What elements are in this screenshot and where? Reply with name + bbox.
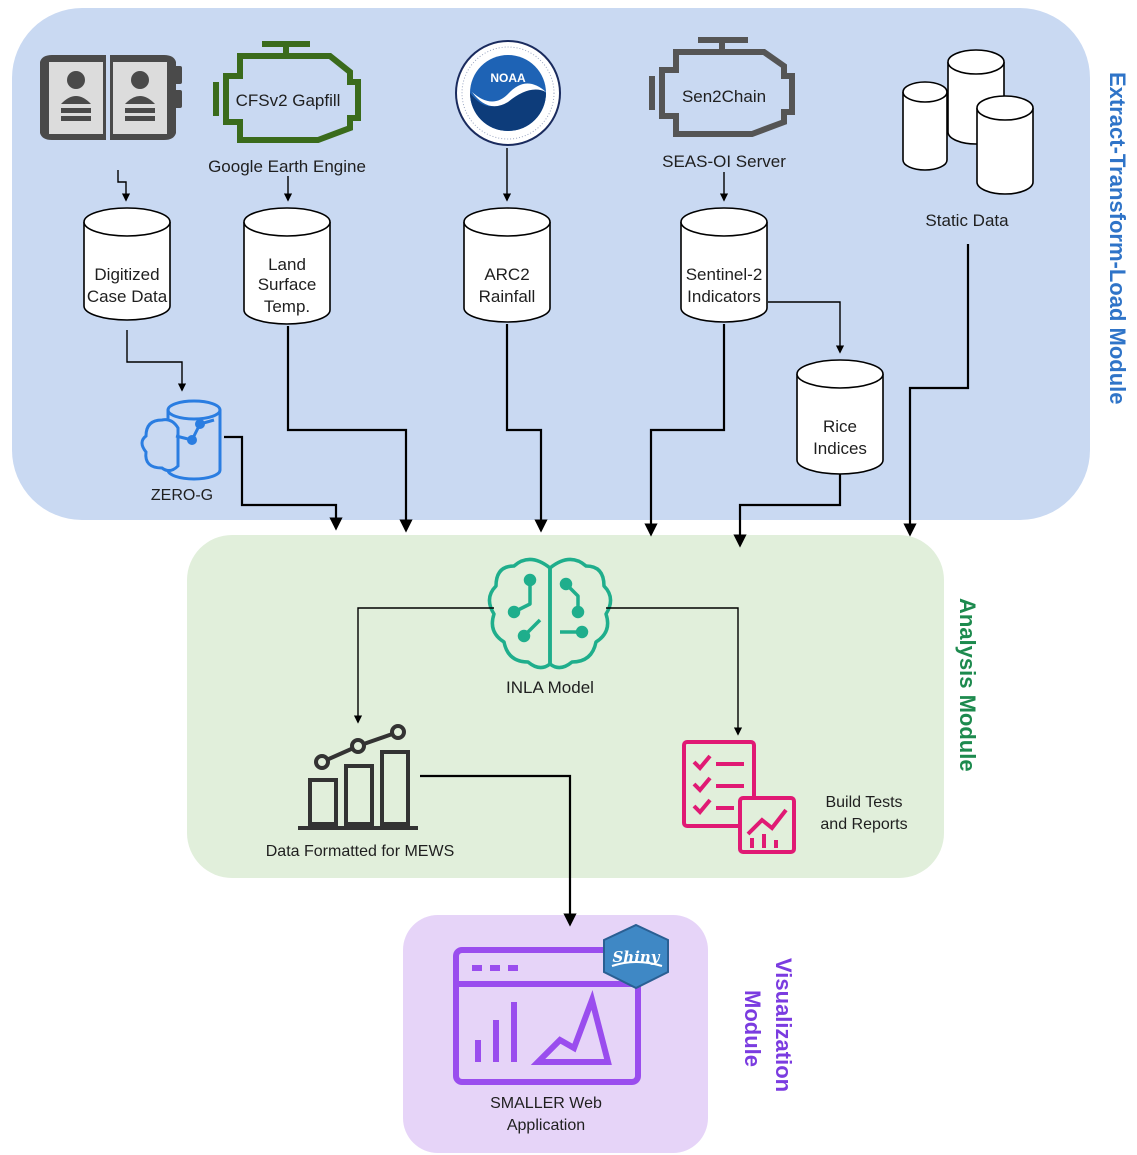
engine-icon-cfsv2 — [213, 41, 361, 143]
visualization-module-label-1: Visualization — [771, 958, 796, 1092]
etl-module-label: Extract-Transform-Load Module — [1105, 72, 1130, 404]
svg-text:NOAA: NOAA — [490, 71, 526, 85]
build-tests-label-1: Build Tests — [825, 794, 902, 811]
visualization-module-label-2: Module — [740, 990, 765, 1067]
noaa-logo: NOAA — [455, 40, 561, 146]
datastore-sentinel2-indicators: Sentinel-2 Indicators — [680, 207, 768, 323]
engine-icon-sen2chain — [649, 37, 795, 137]
web-app-icon — [453, 947, 641, 1085]
svg-text:Indices: Indices — [813, 439, 867, 458]
cfsv2-engine-label: CFSv2 Gapfill — [236, 91, 341, 110]
static-data-label: Static Data — [925, 211, 1009, 230]
data-formatted-label: Data Formatted for MEWS — [266, 843, 455, 860]
smaller-web-label-2: Application — [507, 1117, 585, 1134]
static-data-cylinders-icon — [902, 49, 1034, 195]
svg-text:Shiny: Shiny — [612, 948, 660, 966]
svg-text:Rainfall: Rainfall — [479, 287, 536, 306]
svg-text:Rice: Rice — [823, 417, 857, 436]
zero-g-label: ZERO-G — [151, 487, 213, 504]
thick-connectors — [224, 244, 970, 927]
inla-model-label: INLA Model — [506, 678, 594, 697]
svg-text:Digitized: Digitized — [94, 265, 159, 284]
bar-chart-icon — [298, 724, 418, 830]
brain-icon — [487, 557, 613, 670]
checklist-report-icon — [682, 740, 796, 854]
analysis-module-label: Analysis Module — [955, 598, 980, 772]
svg-text:Sentinel-2: Sentinel-2 — [686, 265, 763, 284]
build-tests-label-2: and Reports — [820, 816, 907, 833]
book-icon — [40, 55, 182, 140]
svg-text:Indicators: Indicators — [687, 287, 761, 306]
datastore-arc2-rainfall: ARC2 Rainfall — [463, 207, 551, 323]
smaller-web-label-1: SMALLER Web — [490, 1095, 602, 1112]
seas-oi-server-label: SEAS-OI Server — [662, 152, 786, 171]
sen2chain-engine-label: Sen2Chain — [682, 87, 766, 106]
svg-text:Case Data: Case Data — [87, 287, 168, 306]
zero-g-icon — [140, 399, 222, 481]
svg-text:Surface: Surface — [258, 275, 317, 294]
svg-text:ARC2: ARC2 — [484, 265, 529, 284]
svg-text:Temp.: Temp. — [264, 297, 310, 316]
datastore-digitized: Digitized Case Data — [83, 207, 171, 321]
google-earth-engine-label: Google Earth Engine — [208, 157, 366, 176]
svg-text:Land: Land — [268, 255, 306, 274]
datastore-land-surface-temp: Land Surface Temp. — [243, 207, 331, 325]
thin-connectors — [117, 148, 845, 736]
datastore-rice-indices: Rice Indices — [796, 359, 884, 475]
shiny-badge: Shiny — [603, 923, 669, 990]
